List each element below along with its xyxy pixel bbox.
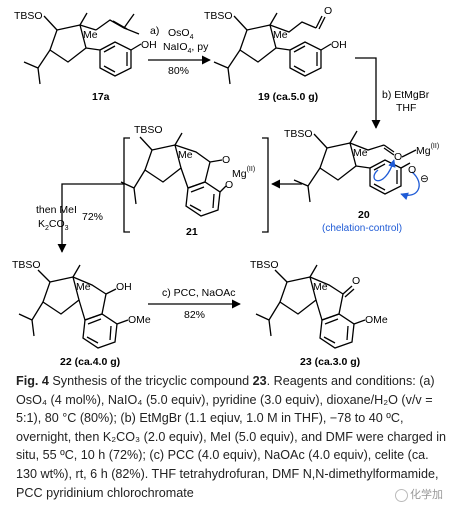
bracket-right: [262, 137, 269, 233]
watermark: 化学加: [392, 486, 446, 502]
22-me: Me: [76, 281, 91, 293]
20-tbso: TBSO: [284, 128, 313, 140]
reaction-scheme: TBSO Me OH 17a a) OsO4 NaIO4, py 80% TBS…: [12, 5, 439, 368]
21-label: 21: [186, 226, 198, 238]
mei-yield: 72%: [82, 211, 103, 223]
compound-20: [293, 130, 417, 203]
20-me: Me: [353, 147, 368, 159]
caption-compound: 23: [252, 374, 267, 388]
caption-fig-label: Fig. 4: [16, 374, 49, 388]
21-o2: O: [225, 179, 233, 191]
23-ome: OMe: [365, 314, 388, 326]
step-c-yield: 82%: [184, 309, 205, 321]
19-me: Me: [273, 29, 288, 41]
step-b-solvent: THF: [396, 102, 416, 114]
22-tbso: TBSO: [12, 259, 41, 271]
watermark-logo-icon: [395, 488, 408, 502]
20-minus: ⊖: [420, 173, 429, 185]
compound-22: [18, 264, 129, 349]
19-label: 19 (ca.5.0 g): [258, 91, 318, 103]
step-a-osO4: OsO4: [168, 27, 194, 41]
22-oh: OH: [116, 281, 132, 293]
22-ome: OMe: [128, 314, 151, 326]
arrow-21-to-22: [57, 183, 124, 253]
20-label: 20: [358, 209, 370, 221]
17a-me: Me: [83, 29, 98, 41]
17a-tbso: TBSO: [14, 10, 43, 22]
step-a-naio4: NaIO4, py: [163, 41, 209, 55]
21-me: Me: [178, 149, 193, 161]
23-label: 23 (ca.3.0 g): [300, 356, 360, 368]
19-tbso: TBSO: [204, 10, 233, 22]
20-mg: Mg(II): [416, 143, 439, 157]
17a-oh: OH: [141, 39, 157, 51]
20-phenoxide-o: O: [408, 164, 416, 176]
19-aldehyde-o: O: [324, 5, 332, 17]
19-oh: OH: [331, 39, 347, 51]
step-a-letter: a): [150, 25, 159, 37]
compound-21: [120, 132, 227, 217]
arrow-step-b: [355, 57, 381, 129]
step-c-reagents: c) PCC, NaOAc: [162, 287, 236, 299]
mei-line2: K2CO3: [38, 218, 69, 232]
step-b-reagent: b) EtMgBr: [382, 89, 430, 101]
21-o1: O: [222, 154, 230, 166]
figure-caption: Fig. 4 Synthesis of the tricyclic compou…: [16, 372, 446, 502]
17a-label: 17a: [92, 91, 110, 103]
22-label: 22 (ca.4.0 g): [60, 356, 120, 368]
watermark-text: 化学加: [410, 489, 443, 501]
caption-conditions: . Reagents and conditions: (a) OsO₄ (4 m…: [16, 374, 447, 500]
step-a-yield: 80%: [168, 65, 189, 77]
compound-19: [213, 12, 332, 85]
bracket-left: [123, 137, 130, 233]
mei-line1: then MeI: [36, 204, 77, 216]
20-carbonyl-o: O: [394, 151, 402, 163]
compound-23: [255, 264, 366, 349]
21-tbso: TBSO: [134, 124, 163, 136]
23-ketone-o: O: [352, 275, 360, 287]
23-me: Me: [313, 281, 328, 293]
caption-title: Synthesis of the tricyclic compound: [48, 374, 253, 388]
23-tbso: TBSO: [250, 259, 279, 271]
compound-17a: [23, 12, 142, 85]
electron-arrow-1: [373, 159, 396, 182]
20-note: (chelation-control): [322, 223, 402, 234]
electron-arrow-2: [400, 171, 420, 201]
21-mg: Mg(II): [232, 166, 255, 180]
